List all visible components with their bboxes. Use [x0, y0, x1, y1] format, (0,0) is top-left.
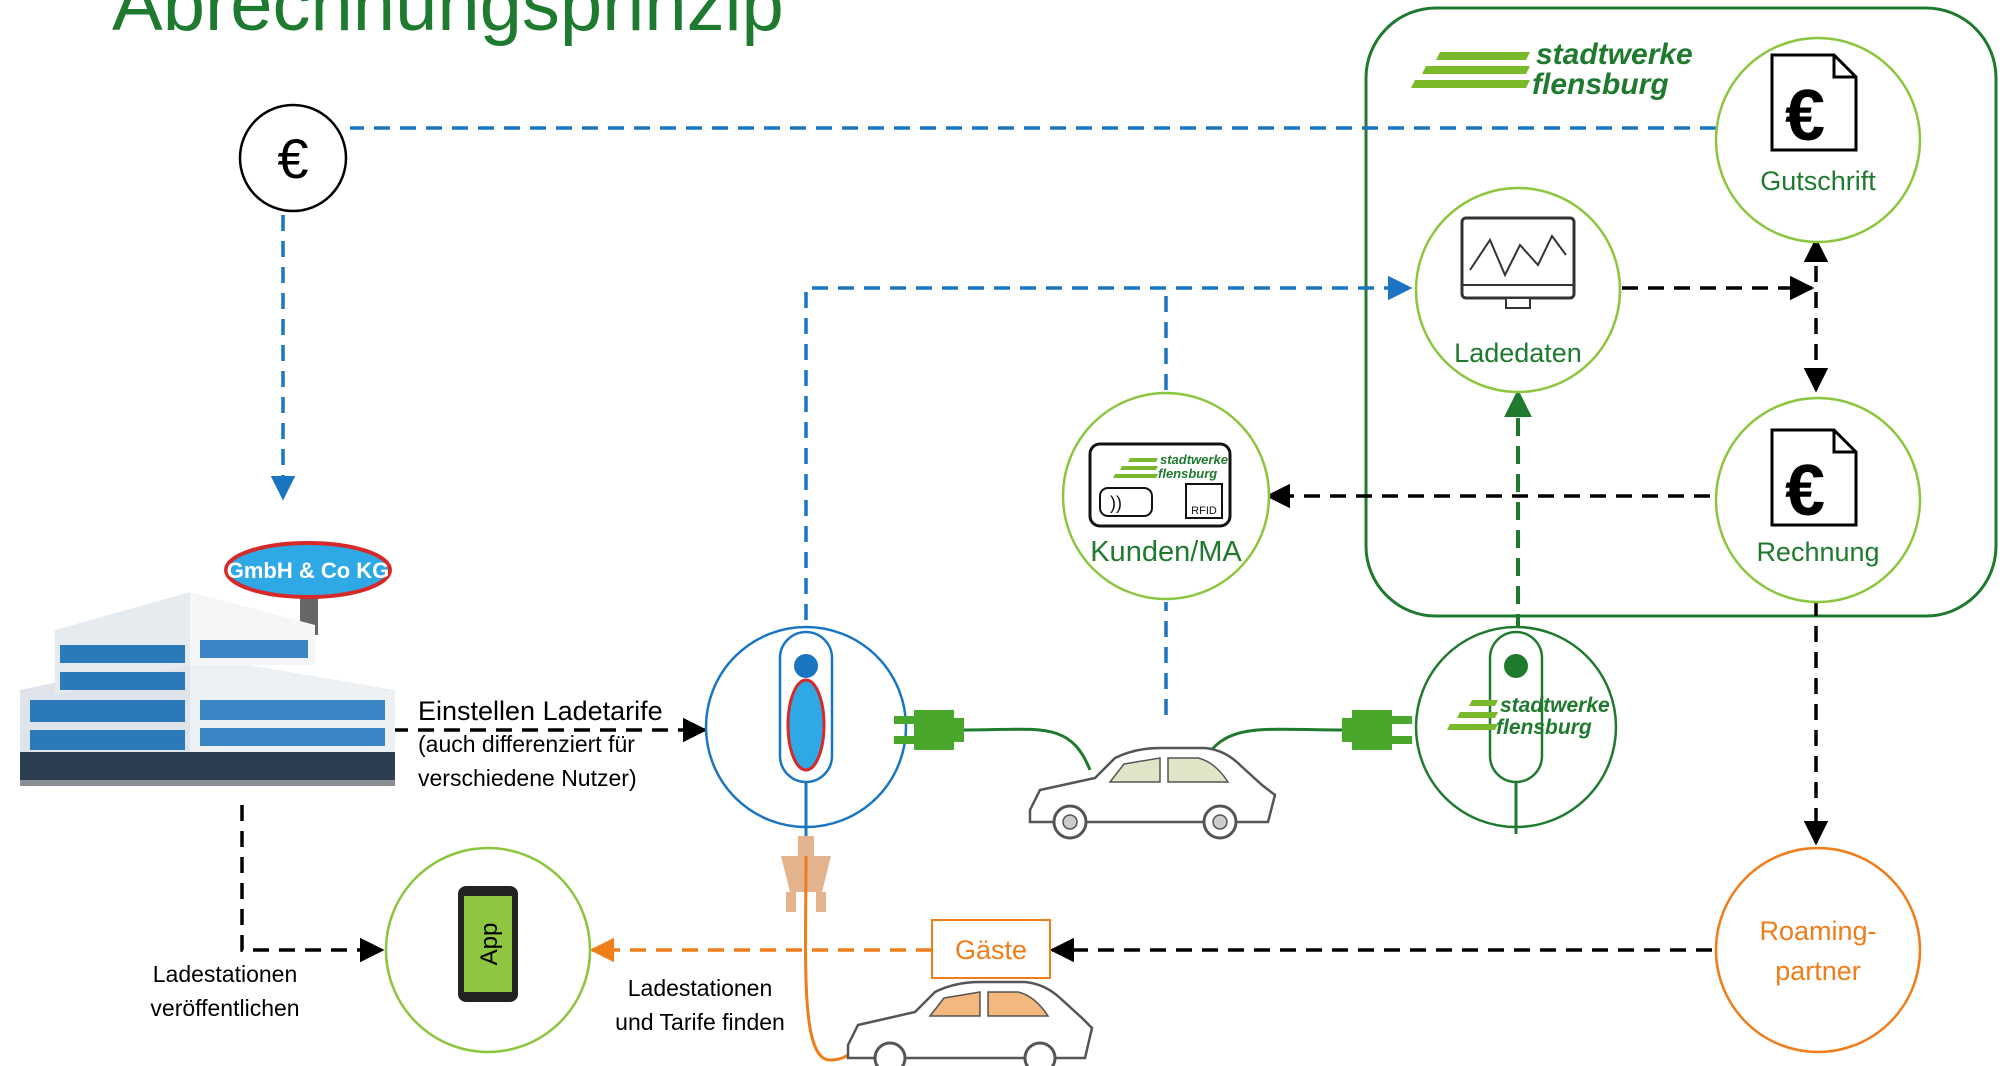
euro-node: € [238, 103, 348, 213]
charger-brand-1: stadtwerke [1500, 694, 1610, 717]
label-find-2: und Tarife finden [615, 1009, 785, 1035]
rfid-label: RFID [1191, 505, 1217, 517]
svg-text:flensburg: flensburg [1532, 68, 1669, 101]
euro-symbol: € [277, 127, 308, 190]
roaming-label-1: Roaming- [1759, 916, 1876, 946]
label-find-1: Ladestationen [628, 975, 773, 1001]
app-label: App [476, 923, 503, 966]
rechnung-node: € Rechnung [1714, 396, 1922, 604]
arrow-building-to-app [240, 805, 385, 963]
gutschrift-euro-icon: € [1785, 76, 1825, 156]
plug-icon-green-right [1342, 710, 1412, 750]
kunden-node: stadtwerke flensburg )) RFID Kunden/MA [1061, 391, 1271, 601]
roaming-label-2: partner [1775, 956, 1861, 986]
kunden-label: Kunden/MA [1090, 536, 1242, 568]
plug-icon-green-left [894, 710, 964, 750]
company-badge: GmbH & Co KG [224, 541, 392, 599]
gaeste-box: Gäste [931, 919, 1051, 979]
svg-text:stadtwerke: stadtwerke [1536, 38, 1693, 71]
charger-brand-2: flensburg [1496, 716, 1592, 739]
stadtwerke-charger-node: stadtwerke flensburg [1414, 625, 1618, 834]
blue-line-charger-to-ladedaten [804, 275, 1413, 620]
car-icon-guest [846, 980, 1094, 1066]
label-publish-1: Ladestationen [153, 961, 298, 987]
gutschrift-node: € Gutschrift [1714, 36, 1922, 244]
car-icon-white [1028, 746, 1277, 840]
gaeste-label: Gäste [955, 935, 1027, 965]
stadtwerke-container [1364, 6, 1998, 618]
ladedaten-label: Ladedaten [1454, 338, 1582, 368]
card-brand-1: stadtwerke [1160, 452, 1228, 467]
label-einstellen-3: verschiedene Nutzer) [418, 765, 637, 791]
rechnung-label: Rechnung [1756, 537, 1879, 567]
page-title: Abrechnungsprinzip [112, 0, 784, 47]
rechnung-euro-icon: € [1785, 451, 1825, 531]
label-einstellen-1: Einstellen Ladetarife [418, 696, 663, 726]
contactless-icon: )) [1110, 493, 1122, 513]
company-charger-node [704, 625, 908, 836]
green-cable-left [963, 727, 1092, 771]
roaming-node: Roaming- partner [1714, 846, 1922, 1054]
label-publish-2: veröffentlichen [150, 995, 299, 1021]
app-node: App [384, 846, 592, 1054]
label-einstellen-2: (auch differenziert für [418, 731, 635, 757]
ladedaten-node: Ladedaten [1414, 186, 1622, 394]
card-brand-2: flensburg [1158, 466, 1217, 481]
stadtwerke-logo: stadtwerke flensburg [1411, 38, 1693, 101]
svg-text:GmbH & Co KG: GmbH & Co KG [227, 558, 390, 583]
building-icon [20, 580, 395, 786]
gutschrift-label: Gutschrift [1760, 166, 1876, 196]
